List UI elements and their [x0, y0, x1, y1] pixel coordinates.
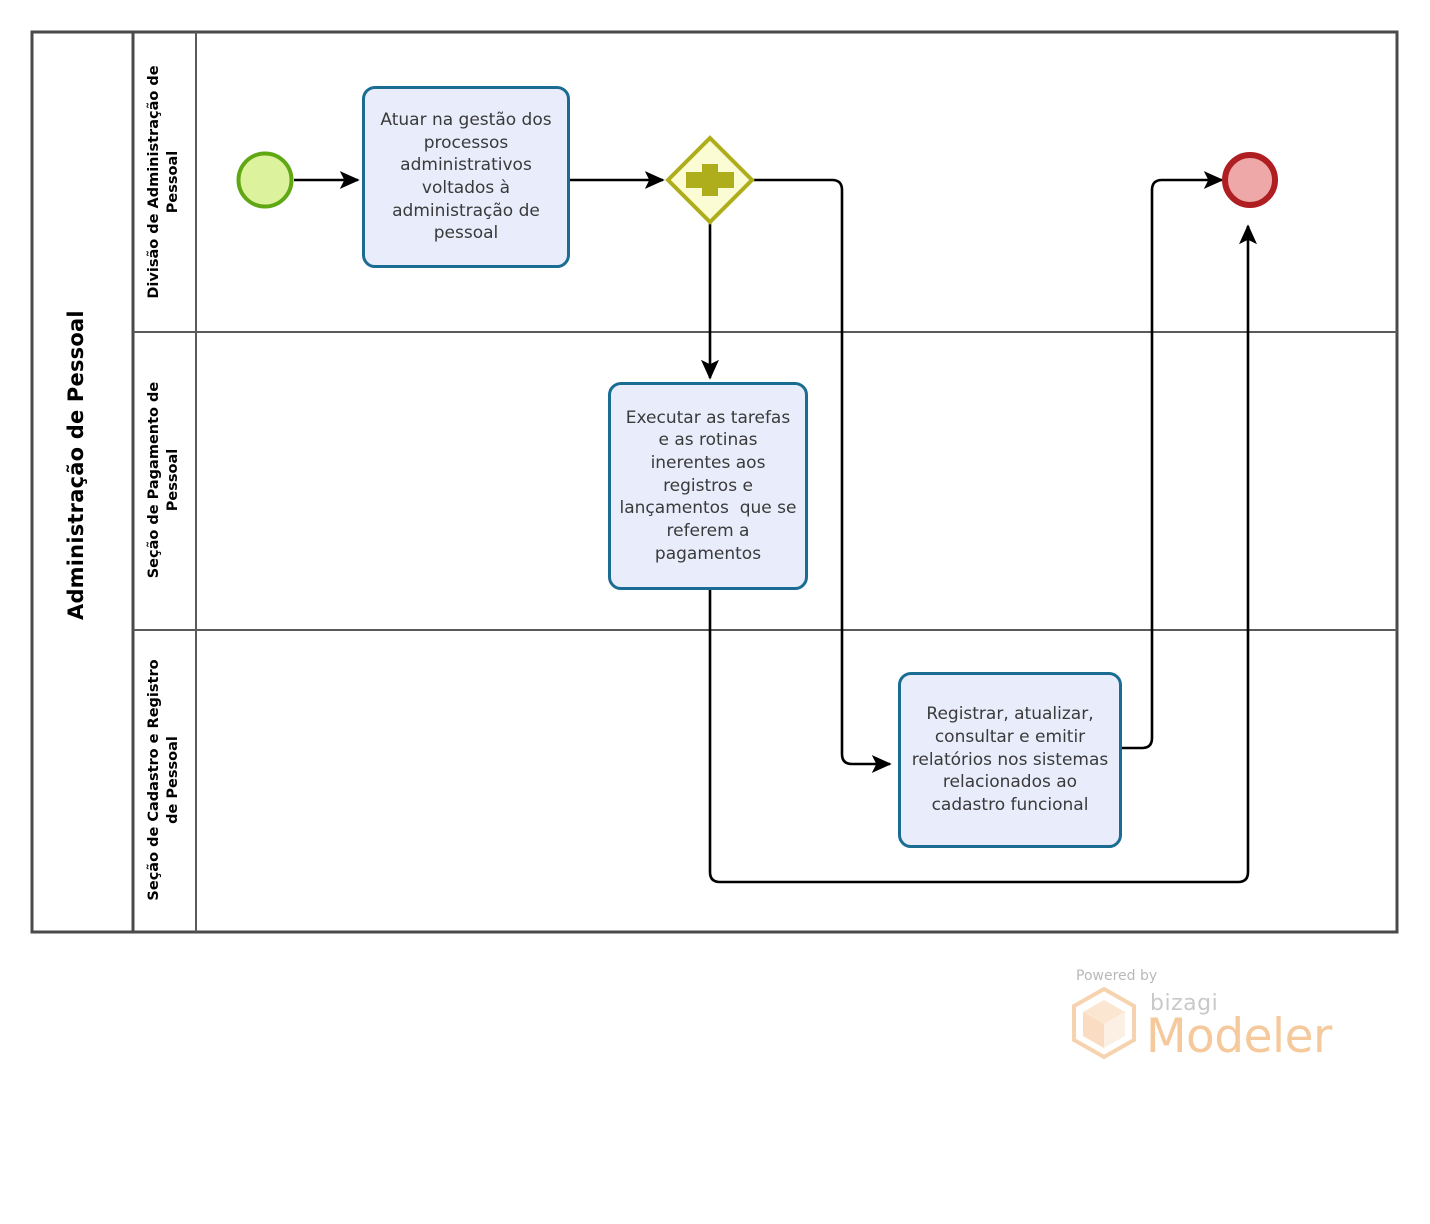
flow-task3-to-end[interactable] [1122, 170, 1224, 750]
bizagi-branding: Powered by bizagi Modeler [1070, 968, 1332, 1060]
modeler-wordmark: Modeler [1146, 1009, 1332, 1064]
sequence-flows [294, 170, 1258, 884]
bizagi-cube-icon [1072, 986, 1136, 1060]
task-3-label: Registrar, atualizar, consultar e emitir… [911, 704, 1114, 815]
task-2-label: Executar as tarefas e as rotinas inerent… [619, 407, 802, 564]
flow-nodes [236, 135, 1278, 225]
start-event[interactable] [236, 151, 294, 209]
task-1-label: Atuar na gestão dos processos administra… [380, 110, 558, 244]
flow-task2-to-end[interactable] [708, 224, 1258, 884]
task-1-box[interactable]: Atuar na gestão dos processos administra… [362, 86, 570, 268]
flow-gateway-to-task3[interactable] [750, 178, 892, 774]
task-3-box[interactable]: Registrar, atualizar, consultar e emitir… [898, 672, 1122, 848]
bizagi-wordmark: bizagi [1150, 991, 1219, 1016]
task-2-box[interactable]: Executar as tarefas e as rotinas inerent… [608, 382, 808, 590]
plus-icon [686, 164, 734, 196]
powered-by-label: Powered by [1076, 968, 1158, 984]
end-event[interactable] [1222, 152, 1278, 208]
